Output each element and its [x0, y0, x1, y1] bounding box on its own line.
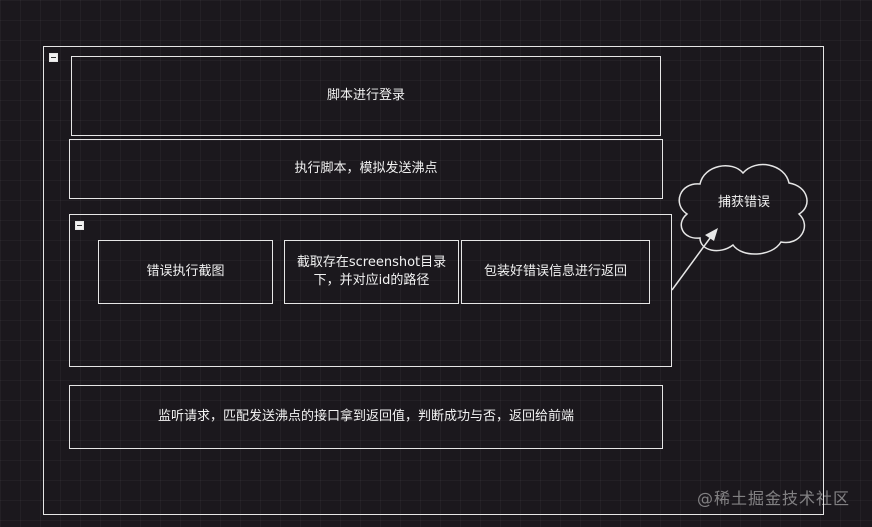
package-error-step-box[interactable]: 包装好错误信息进行返回 — [461, 240, 650, 304]
listen-step-label: 监听请求，匹配发送沸点的接口拿到返回值，判断成功与否，返回给前端 — [157, 409, 574, 424]
listen-step-box[interactable]: 监听请求，匹配发送沸点的接口拿到返回值，判断成功与否，返回给前端 — [69, 385, 663, 449]
screenshot-step-box[interactable]: 错误执行截图 — [98, 240, 273, 304]
login-step-box[interactable]: 脚本进行登录 — [71, 56, 661, 136]
simulate-step-label: 执行脚本，模拟发送沸点 — [294, 161, 438, 176]
simulate-step-box[interactable]: 执行脚本，模拟发送沸点 — [69, 139, 663, 199]
collapse-minus-icon[interactable] — [75, 221, 84, 230]
package-error-step-label: 包装好错误信息进行返回 — [483, 264, 627, 279]
collapse-minus-icon[interactable] — [49, 53, 58, 62]
save-path-step-label: 截取存在screenshot目录下，并对应id的路径 — [296, 255, 447, 288]
watermark: @稀土掘金技术社区 — [696, 489, 850, 508]
outer-container[interactable] — [43, 46, 824, 515]
screenshot-step-label: 错误执行截图 — [146, 264, 225, 279]
error-group-container[interactable] — [69, 214, 672, 367]
save-path-step-box[interactable]: 截取存在screenshot目录下，并对应id的路径 — [284, 240, 459, 304]
capture-error-cloud-label[interactable]: 捕获错误 — [717, 195, 770, 210]
login-step-label: 脚本进行登录 — [326, 88, 405, 103]
